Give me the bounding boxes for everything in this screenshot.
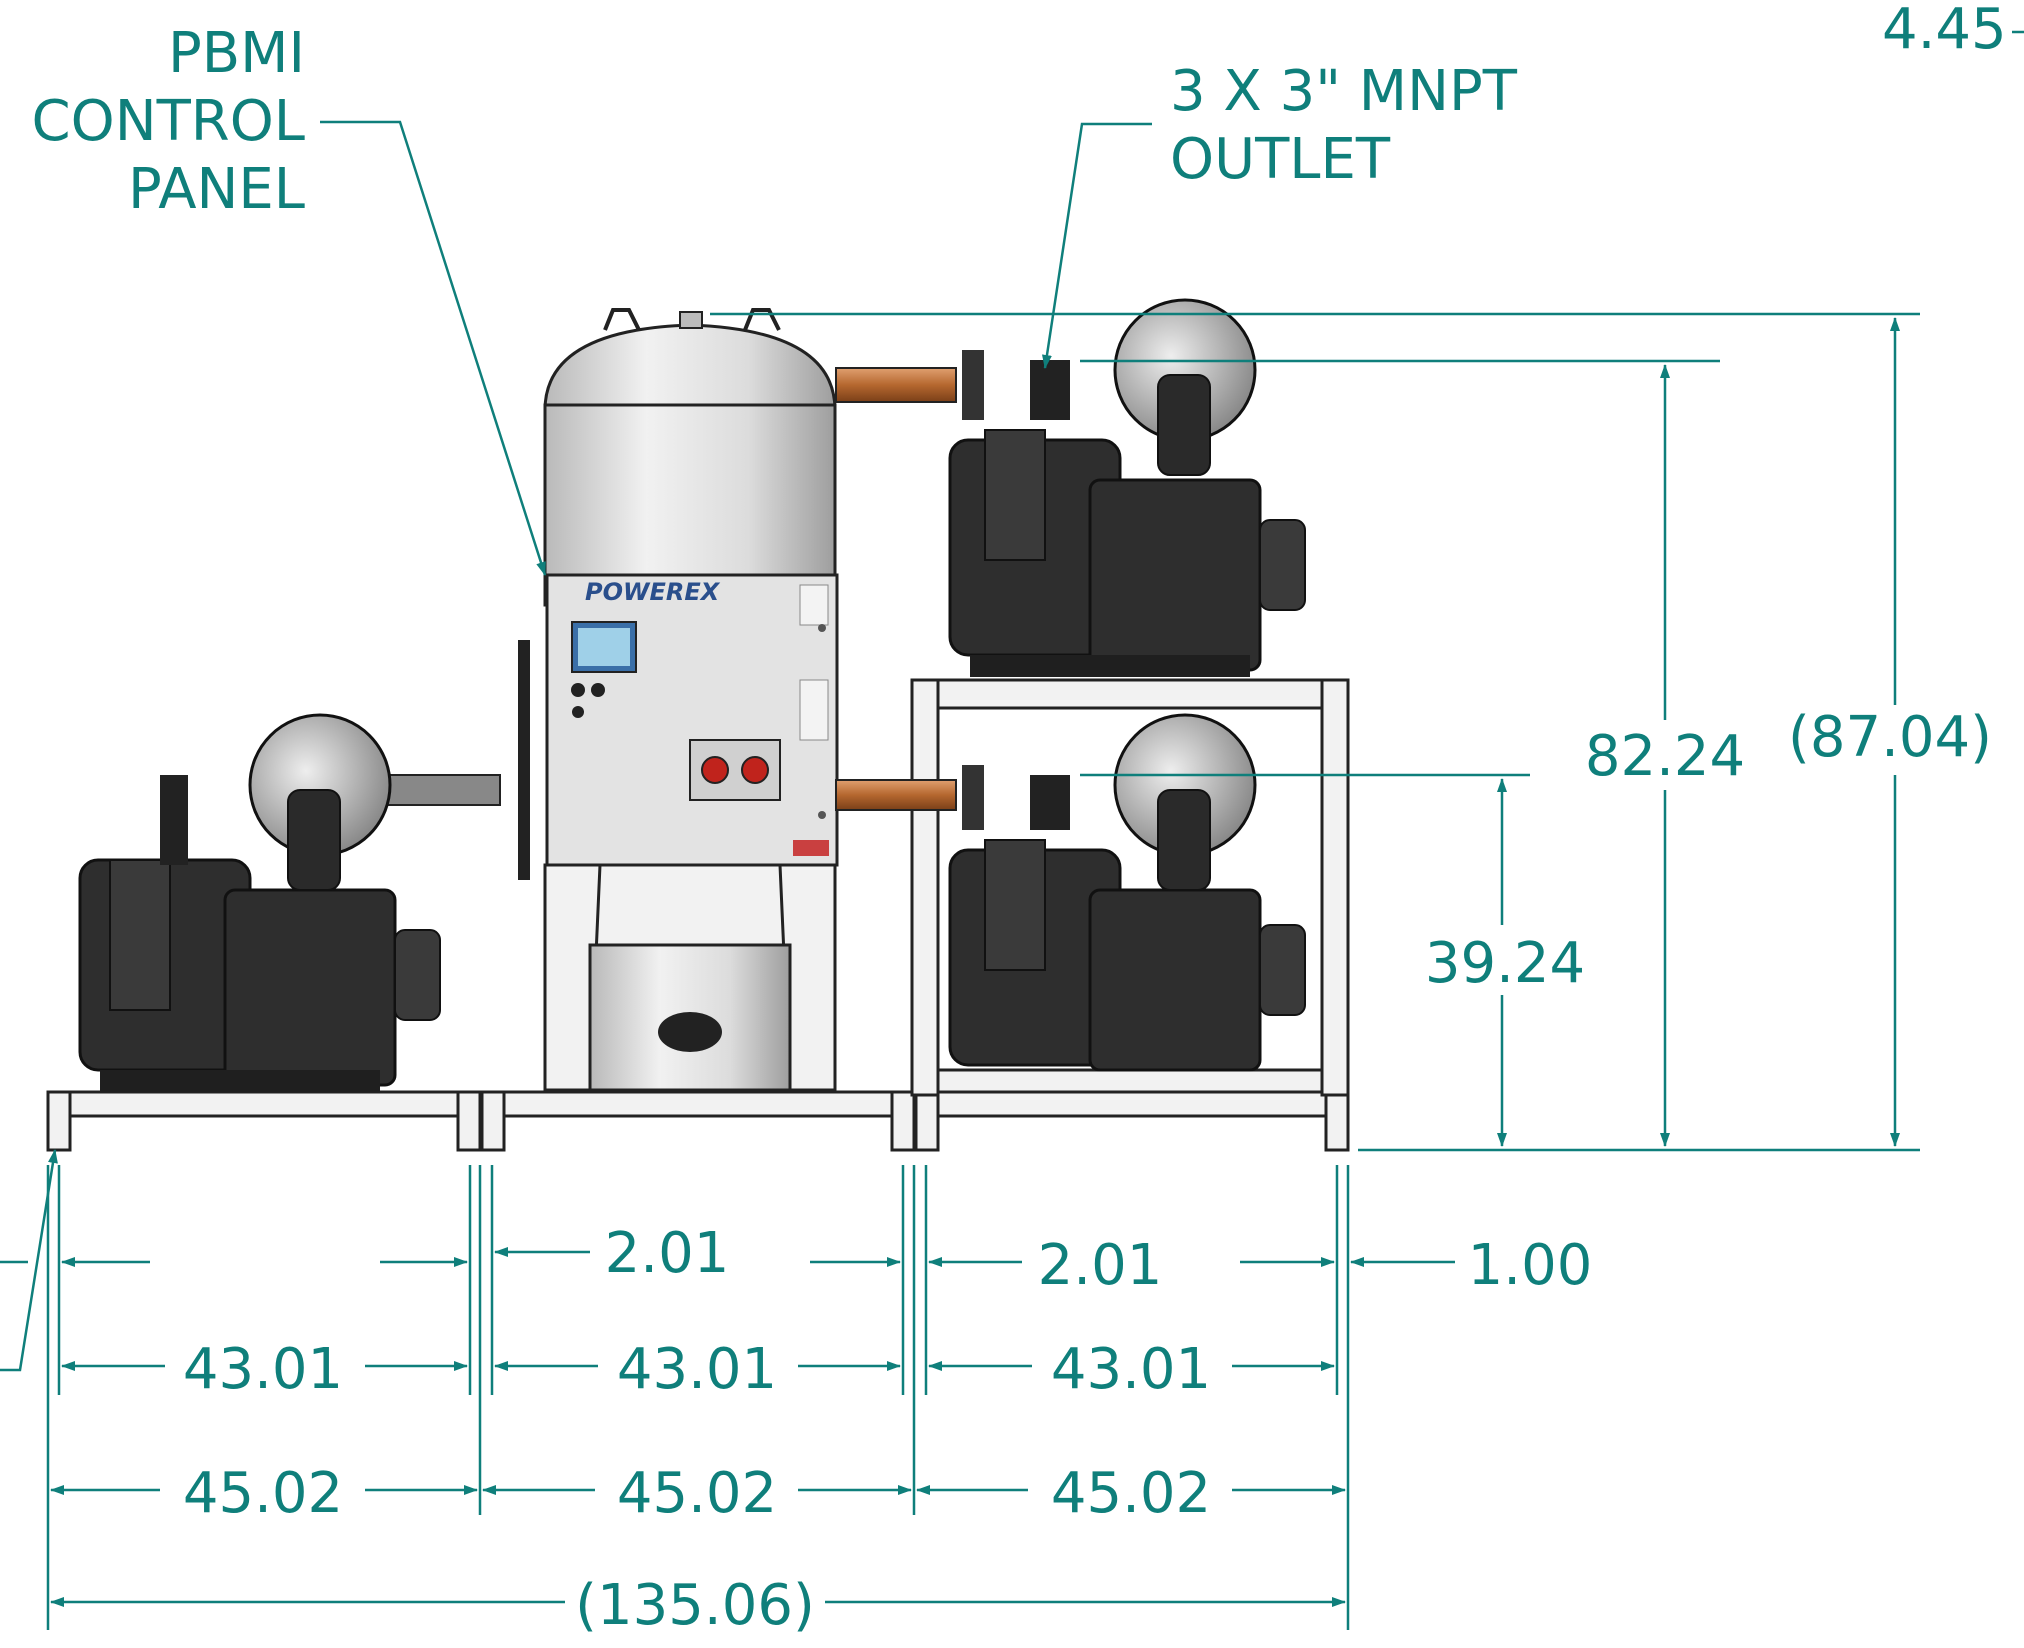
dim-overall-width: (135.06) bbox=[575, 1573, 815, 1638]
upper-stand-frame bbox=[910, 678, 1350, 1097]
dim-overall-height: (87.04) bbox=[1788, 705, 1992, 770]
drain-pipe bbox=[518, 640, 530, 880]
stop-button-1 bbox=[701, 756, 729, 784]
outlet-line-2: OUTLET bbox=[1170, 127, 1391, 192]
dim-frame-outer-1: 45.02 bbox=[183, 1461, 343, 1526]
outlet-callout: 3 X 3" MNPT OUTLET bbox=[1042, 59, 1518, 369]
base-frame-center bbox=[480, 1090, 916, 1152]
callout-line-2: CONTROL bbox=[32, 89, 305, 154]
dim-lower-outlet-height: 39.24 bbox=[1425, 931, 1585, 996]
outlet-line-1: 3 X 3" MNPT bbox=[1170, 59, 1518, 124]
panel-brand: POWEREX bbox=[585, 578, 721, 606]
flex-hose-left bbox=[379, 774, 501, 806]
copper-pipe-lower bbox=[835, 779, 957, 811]
pump-unit-lower-right bbox=[948, 713, 1306, 1072]
dim-frame-inner-3: 43.01 bbox=[1051, 1337, 1211, 1402]
dim-frame-outer-2: 45.02 bbox=[617, 1461, 777, 1526]
dim-frame-outer-3: 45.02 bbox=[1051, 1461, 1211, 1526]
stop-button-2 bbox=[741, 756, 769, 784]
dim-frame-inner-2: 43.01 bbox=[617, 1337, 777, 1402]
callout-line-3: PANEL bbox=[128, 157, 305, 222]
pump-unit-left bbox=[78, 713, 441, 1092]
dim-gap-1: 2.01 bbox=[605, 1221, 730, 1286]
base-frame-right bbox=[914, 1090, 1350, 1152]
dim-top-right: 4.45 bbox=[1882, 0, 2007, 62]
dim-upper-outlet-height: 82.24 bbox=[1585, 724, 1745, 789]
control-panel-callout: PBMI CONTROL PANEL bbox=[32, 21, 547, 576]
callout-line-1: PBMI bbox=[168, 21, 305, 86]
base-frame-left bbox=[46, 1090, 482, 1152]
control-panel: POWEREX bbox=[545, 573, 839, 867]
copper-pipe-upper bbox=[835, 367, 957, 403]
dim-frame-inner-1: 43.01 bbox=[183, 1337, 343, 1402]
dim-end-gap: 1.00 bbox=[1468, 1233, 1593, 1298]
dim-gap-2: 2.01 bbox=[1038, 1233, 1163, 1298]
pump-unit-upper-right bbox=[948, 298, 1306, 677]
